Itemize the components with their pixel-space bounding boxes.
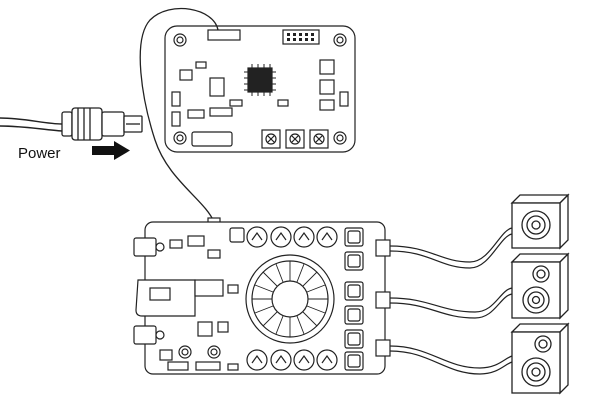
speaker-icon <box>510 193 570 250</box>
controller-board <box>164 25 356 153</box>
speaker-icon <box>510 322 570 395</box>
signal-cable <box>139 7 219 223</box>
speaker-wires <box>389 227 513 375</box>
amplifier-board <box>133 221 391 375</box>
arrow-right-icon <box>92 141 130 160</box>
speaker-icon <box>510 252 570 320</box>
power-label: Power <box>18 145 61 162</box>
usb-plug-icon <box>0 107 143 141</box>
